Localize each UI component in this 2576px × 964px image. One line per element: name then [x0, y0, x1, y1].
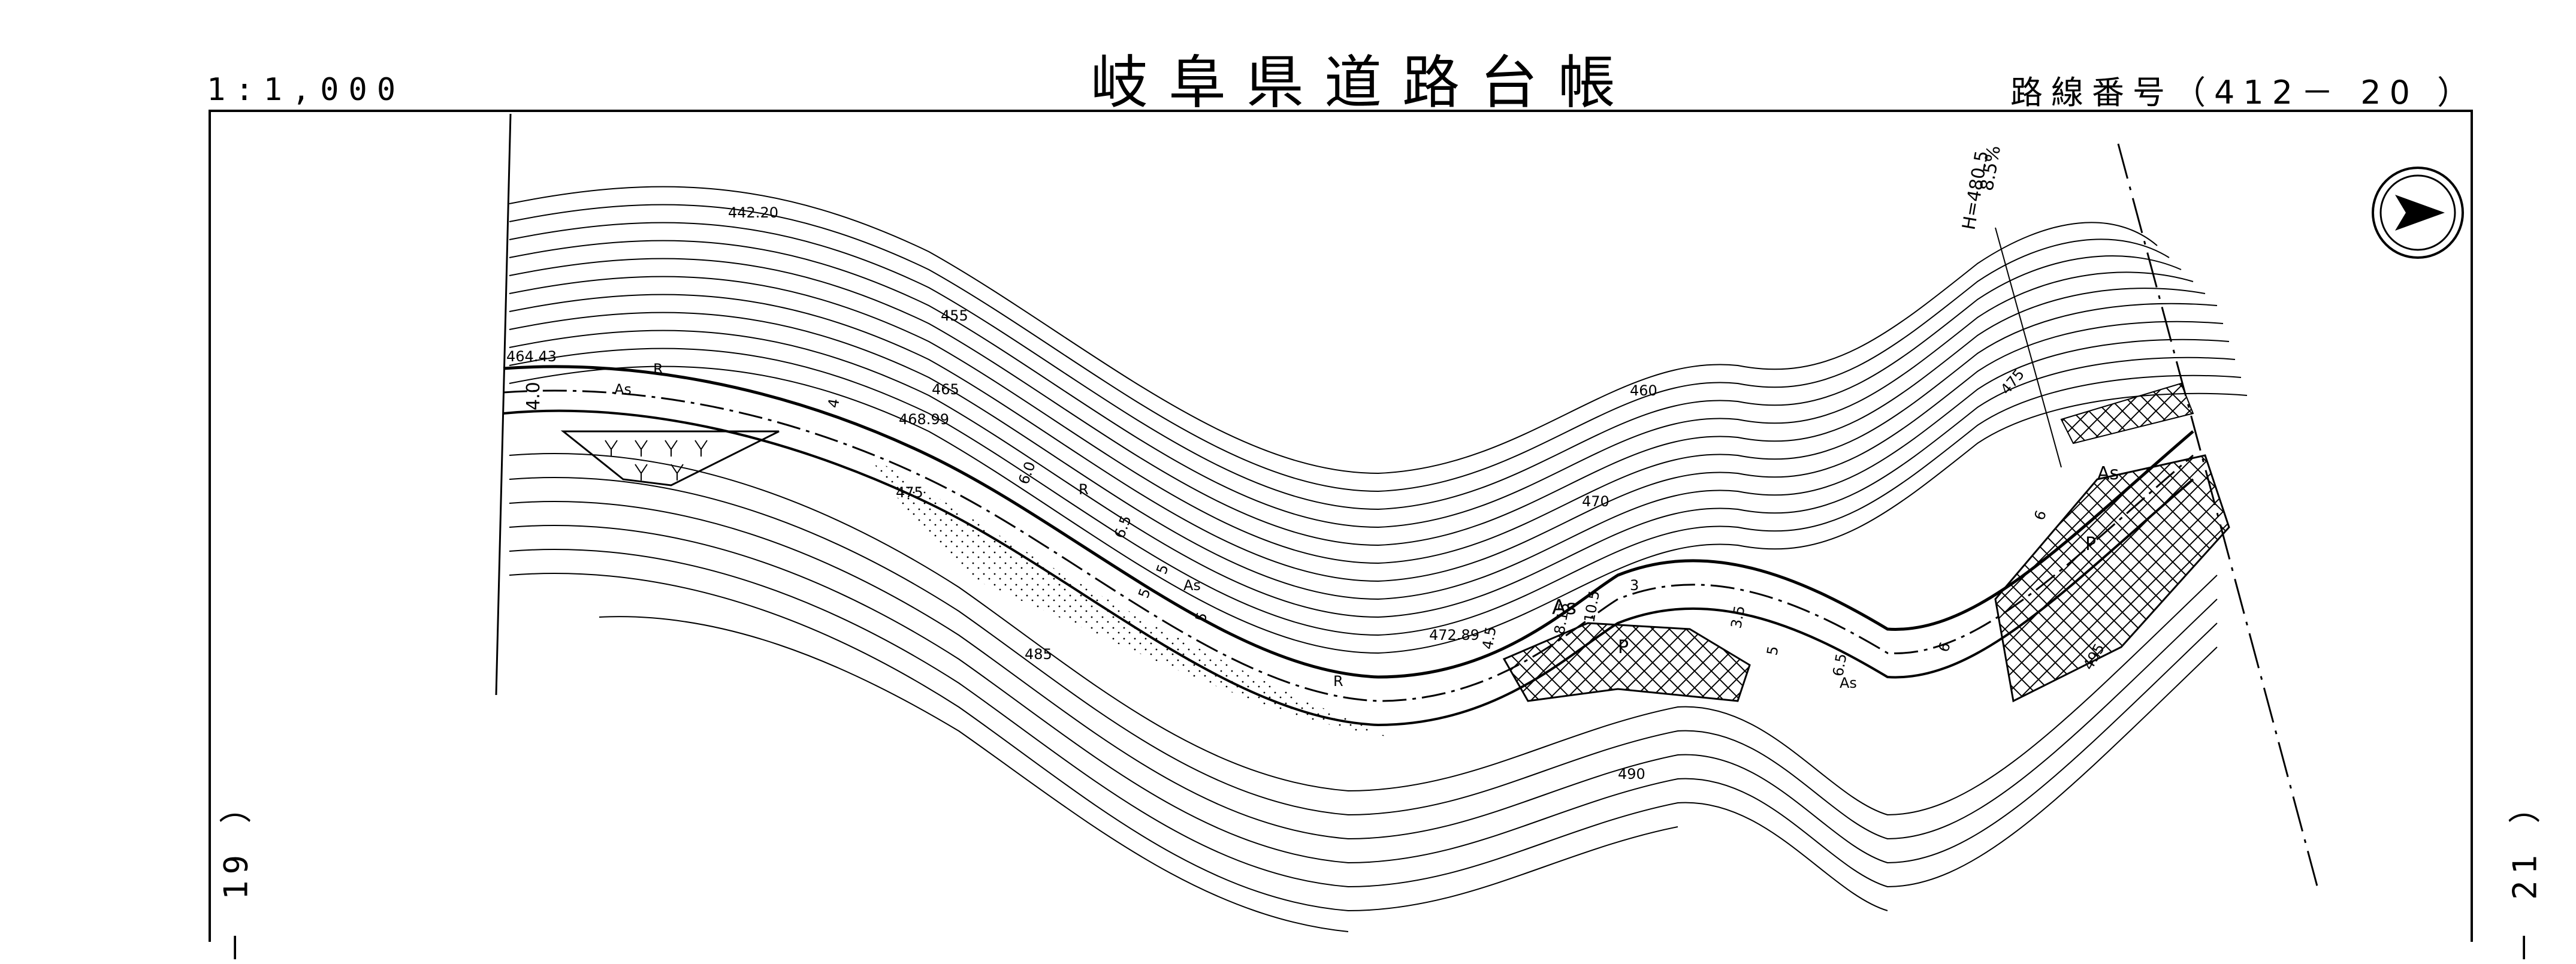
road-width: 5: [1192, 610, 1211, 624]
map-scale: 1:1,000: [207, 72, 406, 108]
road-width: 5: [1153, 562, 1172, 576]
road-corridor: [503, 365, 2194, 727]
elevation-label: 470: [1582, 493, 1609, 510]
elevation-label: 442.20: [728, 204, 778, 221]
pavement-code: P: [1618, 637, 1629, 658]
pavement-code: P: [2085, 534, 2096, 555]
elevation-label: 472.89: [1429, 627, 1479, 643]
elevation-label: 455: [941, 307, 968, 324]
road-width: 3: [1630, 577, 1639, 594]
road-width: 6.5: [1111, 513, 1134, 540]
pavement-code: As: [2097, 463, 2119, 484]
road-map: 442.20 455 464.43 465 468.99 460 475 470…: [209, 110, 2473, 942]
road-width: 6.0: [1015, 460, 1038, 486]
road-width: 6.5: [1829, 652, 1850, 678]
elevation-label: 485: [1025, 646, 1052, 663]
match-line-left: [495, 113, 512, 696]
contours-lower: [509, 452, 2218, 932]
contours-upper: [509, 186, 2248, 654]
pavement-code: As: [1183, 577, 1201, 594]
parking-area-right: [1994, 454, 2230, 703]
gradient-leader: [1995, 227, 2062, 468]
north-arrow-icon: [2372, 167, 2464, 259]
road-width: 4.0: [523, 382, 544, 410]
pavement-code: As: [1840, 675, 1857, 691]
hatched-strip: [2060, 382, 2194, 445]
road-width: 4.5: [1479, 625, 1499, 651]
road-width: 6: [2031, 508, 2050, 522]
dotted-area: [869, 455, 1390, 737]
elevation-label: 490: [1618, 766, 1645, 782]
elevation-label: 475: [896, 484, 923, 501]
sheet-title: 岐阜県道路台帳: [1091, 49, 1636, 116]
pavement-code: R: [1079, 481, 1089, 498]
road-width: 10.5: [1581, 590, 1603, 624]
parking-area-center: [1502, 622, 1751, 702]
elevation-label: 464.43: [506, 348, 557, 365]
route-number: 路線番号（412－ 20 ）: [2010, 74, 2478, 111]
road-width: 4: [825, 397, 842, 409]
vegetation-symbols: [605, 440, 708, 481]
vegetation-area: [560, 430, 780, 486]
pavement-code: R: [653, 361, 663, 377]
road-width: 5: [1763, 645, 1781, 657]
map-frame: [209, 110, 2473, 942]
road-width: 3.5: [1728, 605, 1748, 630]
pavement-code: As: [614, 381, 632, 398]
elevation-label: 465: [932, 381, 959, 398]
match-line-right: [2117, 143, 2320, 893]
elevation-label: 468.99: [899, 411, 949, 428]
pavement-code: R: [1333, 673, 1343, 690]
pavement-code: As: [1552, 596, 1577, 620]
elevation-label: 460: [1630, 382, 1657, 399]
